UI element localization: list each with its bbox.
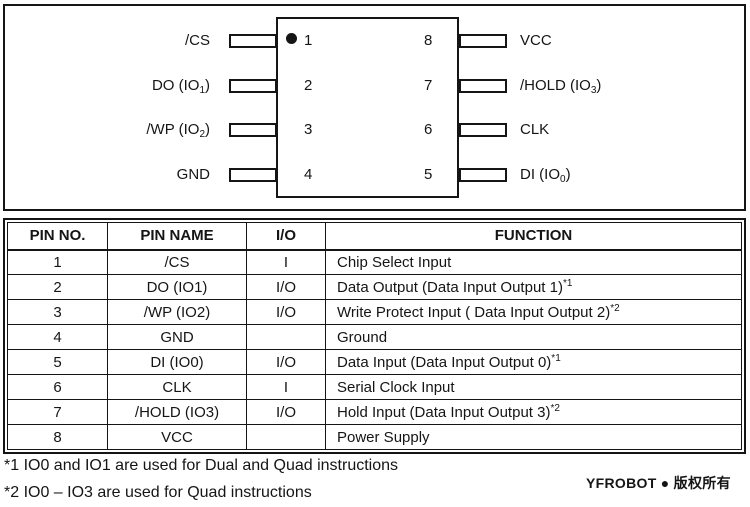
cell-pin-name: VCC bbox=[107, 424, 247, 450]
col-header-function: FUNCTION bbox=[325, 222, 742, 251]
cell-function: Chip Select Input bbox=[325, 249, 742, 275]
pin-2-stub bbox=[229, 79, 277, 93]
col-header-pin-no: PIN NO. bbox=[7, 222, 108, 251]
cell-pin-no: 6 bbox=[7, 374, 108, 400]
chip-body bbox=[276, 17, 459, 198]
col-header-io: I/O bbox=[246, 222, 326, 251]
brand-copyright: YFROBOT ● 版权所有 bbox=[586, 475, 731, 491]
pin-7-stub bbox=[459, 79, 507, 93]
pin-4-stub bbox=[229, 168, 277, 182]
pin-8-label: VCC bbox=[520, 32, 552, 49]
cell-pin-name: DI (IO0) bbox=[107, 349, 247, 375]
pin-5-stub bbox=[459, 168, 507, 182]
pin-6-stub bbox=[459, 123, 507, 137]
pin-1-number: 1 bbox=[304, 32, 313, 49]
pin-7-number: 7 bbox=[424, 77, 433, 94]
cell-io: I bbox=[246, 249, 326, 275]
cell-pin-name: DO (IO1) bbox=[107, 274, 247, 300]
cell-pin-name: /HOLD (IO3) bbox=[107, 399, 247, 425]
pin-7-label: /HOLD (IO3) bbox=[520, 77, 602, 96]
footnote-2: *2 IO0 – IO3 are used for Quad instructi… bbox=[4, 484, 312, 501]
cell-pin-no: 3 bbox=[7, 299, 108, 325]
pin-4-number: 4 bbox=[304, 166, 313, 183]
cell-pin-no: 4 bbox=[7, 324, 108, 350]
cell-pin-name: /CS bbox=[107, 249, 247, 275]
cell-function: Power Supply bbox=[325, 424, 742, 450]
cell-io bbox=[246, 324, 326, 350]
pin-1-label: /CS bbox=[184, 32, 210, 49]
cell-function: Hold Input (Data Input Output 3)*2 bbox=[325, 399, 742, 425]
cell-pin-no: 8 bbox=[7, 424, 108, 450]
cell-pin-no: 2 bbox=[7, 274, 108, 300]
cell-pin-name: /WP (IO2) bbox=[107, 299, 247, 325]
cell-io bbox=[246, 424, 326, 450]
cell-io: I bbox=[246, 374, 326, 400]
pin-3-label: /WP (IO2) bbox=[146, 121, 210, 140]
cell-pin-no: 7 bbox=[7, 399, 108, 425]
pin-2-number: 2 bbox=[304, 77, 313, 94]
cell-function: Serial Clock Input bbox=[325, 374, 742, 400]
cell-function: Write Protect Input ( Data Input Output … bbox=[325, 299, 742, 325]
pin-5-label: DI (IO0) bbox=[520, 166, 571, 185]
col-header-pin-name: PIN NAME bbox=[107, 222, 247, 251]
cell-function: Data Input (Data Input Output 0)*1 bbox=[325, 349, 742, 375]
pin-2-label: DO (IO1) bbox=[151, 77, 210, 96]
pin-1-stub bbox=[229, 34, 277, 48]
cell-io: I/O bbox=[246, 349, 326, 375]
pin-5-number: 5 bbox=[424, 166, 433, 183]
pin-4-label: GND bbox=[176, 166, 210, 183]
cell-pin-no: 1 bbox=[7, 249, 108, 275]
cell-function: Data Output (Data Input Output 1)*1 bbox=[325, 274, 742, 300]
cell-io: I/O bbox=[246, 274, 326, 300]
pin-6-number: 6 bbox=[424, 121, 433, 138]
pin1-indicator-dot-icon bbox=[286, 33, 297, 44]
pin-8-number: 8 bbox=[424, 32, 433, 49]
cell-pin-name: CLK bbox=[107, 374, 247, 400]
cell-function: Ground bbox=[325, 324, 742, 350]
pin-8-stub bbox=[459, 34, 507, 48]
cell-io: I/O bbox=[246, 399, 326, 425]
cell-io: I/O bbox=[246, 299, 326, 325]
pin-6-label: CLK bbox=[520, 121, 550, 138]
cell-pin-no: 5 bbox=[7, 349, 108, 375]
footnote-1: *1 IO0 and IO1 are used for Dual and Qua… bbox=[4, 457, 399, 474]
pin-3-stub bbox=[229, 123, 277, 137]
pin-3-number: 3 bbox=[304, 121, 313, 138]
cell-pin-name: GND bbox=[107, 324, 247, 350]
